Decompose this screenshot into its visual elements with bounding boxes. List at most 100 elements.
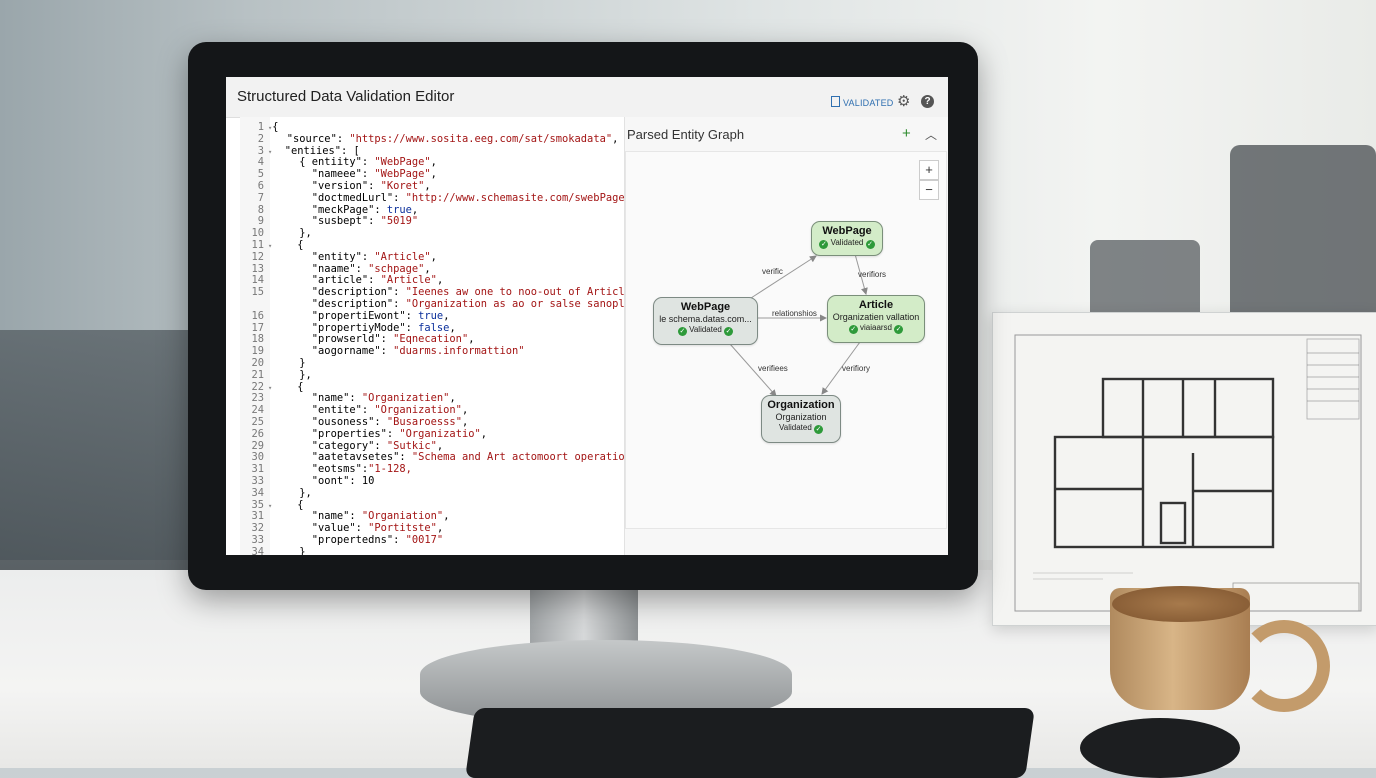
code-line[interactable]: 7 "doctmedLurl": "http://www.schemasite.…: [240, 192, 662, 204]
code-line[interactable]: 11▾ {: [240, 239, 303, 251]
line-number: 34: [251, 486, 264, 499]
app-title: Structured Data Validation Editor: [237, 88, 455, 105]
code-text: {: [272, 121, 279, 133]
line-number: 26: [251, 427, 264, 440]
node-title: WebPage: [822, 225, 872, 237]
line-number: 11: [251, 239, 264, 251]
line-number: 15: [251, 286, 264, 299]
code-line[interactable]: 5 "nameee": "WebPage",: [240, 168, 437, 180]
code-line[interactable]: 25 "ousoness": "Busaroesss",: [240, 416, 468, 428]
graph-canvas[interactable]: + − verific verifiors relationshios veri…: [625, 151, 947, 529]
code-line[interactable]: 12 "entity": "Article",: [240, 251, 436, 263]
code-line[interactable]: 31 "eotsms":"1-128,: [240, 463, 412, 476]
mug-handle: [1238, 620, 1330, 712]
document-icon: [831, 96, 840, 107]
check-icon: ✓: [894, 325, 904, 334]
code-line[interactable]: 35▾ {: [240, 498, 304, 511]
line-number: 33: [251, 534, 264, 546]
code-line[interactable]: 3▾ "entiies": [: [240, 145, 360, 157]
help-icon[interactable]: ?: [921, 95, 934, 108]
code-line[interactable]: 20 }: [240, 357, 306, 369]
fold-toggle-icon[interactable]: ▾: [268, 242, 273, 250]
line-number: 31: [251, 463, 264, 476]
code-text: }: [274, 545, 306, 555]
code-text: "value": "Portitste",: [274, 522, 444, 535]
code-line[interactable]: 31 "name": "Organiation",: [240, 510, 449, 522]
graph-node-webpage[interactable]: WebPage ✓ Validated ✓: [811, 221, 883, 256]
edge-label: verific: [762, 267, 783, 276]
code-text: }: [274, 357, 306, 369]
code-line[interactable]: 32 "value": "Portitste",: [240, 522, 443, 534]
fold-toggle-icon[interactable]: ▾: [268, 501, 273, 510]
code-line[interactable]: 10 },: [240, 227, 311, 240]
code-line[interactable]: 24 "entite": "Organization",: [240, 404, 468, 416]
code-line[interactable]: 6 "version": "Koret",: [240, 180, 431, 192]
node-subtitle: Organization: [775, 412, 827, 422]
code-text: "eotsms":"1-128,: [274, 463, 412, 476]
code-line[interactable]: 15 "description": "Ieenes aw one to noo-…: [240, 286, 643, 298]
add-icon[interactable]: +: [902, 125, 911, 142]
code-line[interactable]: 22▾ {: [240, 380, 303, 393]
code-line[interactable]: 21 },: [240, 368, 312, 381]
code-line[interactable]: 23 "name": "Organizatien",: [240, 392, 455, 404]
code-line[interactable]: "description": "Organization as ao or sa…: [240, 298, 650, 310]
code-line[interactable]: 18 "prowserld": "Eqnecation",: [240, 333, 474, 345]
code-text: "propertiEwont": true,: [274, 309, 450, 322]
edge-line: [821, 341, 861, 395]
code-line[interactable]: 9 "susbept": "5019": [240, 215, 418, 227]
code-line[interactable]: 33 "oont": 10: [240, 475, 374, 487]
code-line[interactable]: 17 "propertiyMode": false,: [240, 321, 456, 334]
code-text: {: [272, 498, 304, 511]
line-number: 6: [257, 180, 264, 192]
line-number: 19: [251, 345, 264, 358]
code-text: "description": "Organization as ao or sa…: [274, 298, 650, 310]
line-number: 4: [257, 156, 264, 169]
node-title: Article: [858, 299, 894, 311]
code-line[interactable]: 26 "properties": "Organizatio",: [240, 428, 487, 440]
code-line[interactable]: 14 "article": "Article",: [240, 274, 443, 286]
code-line[interactable]: 8 "meckPage": true,: [240, 204, 418, 216]
code-line[interactable]: 29 "category": "Sutkic",: [240, 440, 443, 452]
code-line[interactable]: 1▾{: [240, 121, 279, 133]
line-number: 25: [251, 416, 264, 428]
code-text: "version": "Koret",: [274, 180, 431, 192]
status-badge[interactable]: VALIDATED: [831, 96, 893, 108]
line-number: 3: [257, 144, 264, 157]
line-number-gutter: [240, 117, 270, 555]
chevron-up-icon[interactable]: ︿: [925, 128, 938, 142]
line-number: 22: [251, 380, 264, 393]
line-number: 33: [251, 475, 264, 487]
code-line[interactable]: 4 { entiity": "WebPage",: [240, 156, 437, 168]
fold-toggle-icon[interactable]: ▾: [268, 147, 273, 156]
code-line[interactable]: 34 }: [240, 545, 306, 555]
code-text: },: [274, 368, 312, 381]
panel-divider[interactable]: [624, 117, 625, 555]
line-number: 14: [251, 274, 264, 287]
line-number: 34: [251, 545, 264, 555]
code-line[interactable]: 16 "propertiEwont": true,: [240, 310, 449, 322]
code-line[interactable]: 13 "naame": "schpage",: [240, 263, 430, 275]
code-line[interactable]: 34 },: [240, 486, 311, 499]
json-code-editor[interactable]: 1▾{2 "source": "https://www.sosita.eeg.c…: [240, 117, 662, 555]
code-text: "ousoness": "Busaroesss",: [274, 416, 469, 428]
fold-toggle-icon[interactable]: ▾: [268, 383, 273, 392]
edge-label: verifiors: [858, 270, 887, 279]
zoom-in-icon[interactable]: +: [919, 160, 939, 180]
code-line[interactable]: 30 "aatetavsetes": "Schema and Art actom…: [240, 451, 643, 463]
entity-graph-panel: Parsed Entity Graph + ︿ + − verific veri…: [625, 117, 948, 555]
code-line[interactable]: 2 "source": "https://www.sosita.eeg.com/…: [240, 133, 619, 145]
gear-icon[interactable]: ⚙: [897, 93, 911, 110]
graph-node-organization[interactable]: Organization Organization Validated ✓: [761, 395, 841, 443]
code-line[interactable]: 19 "aogorname": "duarms.informattion": [240, 345, 524, 358]
fold-toggle-icon[interactable]: ▾: [268, 124, 273, 132]
line-number: 10: [251, 227, 264, 240]
code-line[interactable]: 33 "propertedns": "0017": [240, 534, 443, 546]
code-text: "description": "Ieenes aw one to noo-out…: [274, 286, 644, 299]
graph-node-article[interactable]: Article Organizatien vallation ✓ viaiaar…: [827, 295, 925, 343]
code-text: "propertedns": "0017": [274, 534, 444, 546]
zoom-out-icon[interactable]: −: [919, 180, 939, 200]
graph-node-webpage-main[interactable]: WebPage le schema.datas.com... ✓ Validat…: [653, 297, 758, 345]
code-text: "propertiyMode": false,: [274, 321, 456, 334]
line-number: 30: [251, 451, 264, 464]
line-number: 7: [257, 191, 264, 204]
